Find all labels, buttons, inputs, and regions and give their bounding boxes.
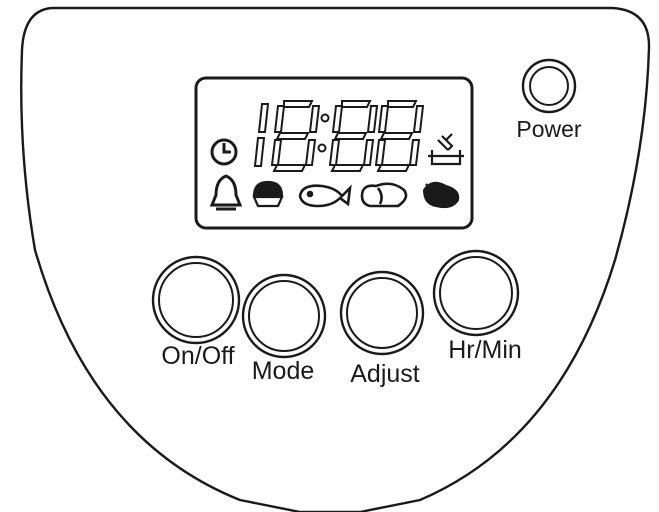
panel-outline <box>20 6 651 512</box>
fish-icon <box>298 184 352 208</box>
lcd-display <box>194 76 474 230</box>
steam-pot-icon <box>428 133 464 166</box>
adjust-button[interactable] <box>339 270 425 356</box>
adjust-label: Adjust <box>350 360 420 388</box>
hr-min-label: Hr/Min <box>448 336 522 364</box>
mode-button[interactable] <box>241 273 327 359</box>
clock-icon <box>210 138 238 166</box>
digit-4 <box>374 100 425 172</box>
power-button[interactable] <box>521 58 577 114</box>
bread-icon <box>252 180 284 208</box>
mode-label: Mode <box>252 357 315 385</box>
on-off-label: On/Off <box>161 342 234 370</box>
colon-top <box>320 113 330 123</box>
keep-warm-icon <box>209 174 243 211</box>
time-readout <box>253 100 425 172</box>
hr-min-button[interactable] <box>432 249 520 337</box>
digit-3 <box>328 100 379 172</box>
digit-2 <box>270 100 321 172</box>
colon-bottom <box>317 143 327 153</box>
meat-icon <box>422 181 460 209</box>
digit-1 <box>253 103 270 167</box>
power-label: Power <box>516 116 582 142</box>
on-off-button[interactable] <box>151 255 241 345</box>
vegetable-icon <box>360 182 408 208</box>
